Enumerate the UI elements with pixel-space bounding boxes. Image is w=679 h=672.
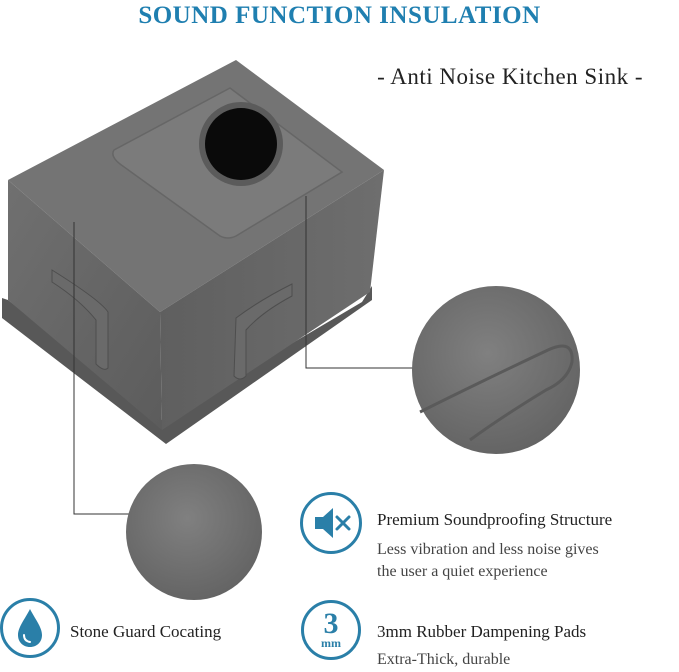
speaker-mute-icon-glyph xyxy=(315,508,351,538)
feature-title-coating: Stone Guard Cocating xyxy=(70,622,222,641)
water-drop-icon xyxy=(0,598,60,658)
leader-line-pad xyxy=(305,196,422,369)
water-drop-icon-glyph xyxy=(18,609,42,647)
leader-line-coating xyxy=(73,222,130,515)
zoom-circle-pad xyxy=(412,286,580,454)
zoom-pad-edge xyxy=(419,344,574,442)
page-subtitle: - Anti Noise Kitchen Sink - xyxy=(377,64,643,89)
page-title: SOUND FUNCTION INSULATION xyxy=(138,2,541,29)
feature-desc-soundproofing-2: the user a quiet experience xyxy=(377,563,548,580)
zoom-circle-coating xyxy=(126,464,262,600)
feature-desc-soundproofing-1: Less vibration and less noise gives xyxy=(377,541,599,558)
feature-desc-pads: Extra-Thick, durable xyxy=(377,651,511,668)
speaker-mute-icon xyxy=(300,492,362,554)
bracket-right xyxy=(233,283,293,380)
thickness-3mm-icon: 3 mm xyxy=(301,600,361,660)
thickness-unit: mm xyxy=(321,636,341,650)
bracket-left xyxy=(51,269,109,370)
feature-title-pads: 3mm Rubber Dampening Pads xyxy=(377,622,587,641)
thickness-number: 3 xyxy=(323,607,339,640)
feature-title-soundproofing: Premium Soundproofing Structure xyxy=(377,510,613,529)
drain-hole xyxy=(205,108,277,180)
